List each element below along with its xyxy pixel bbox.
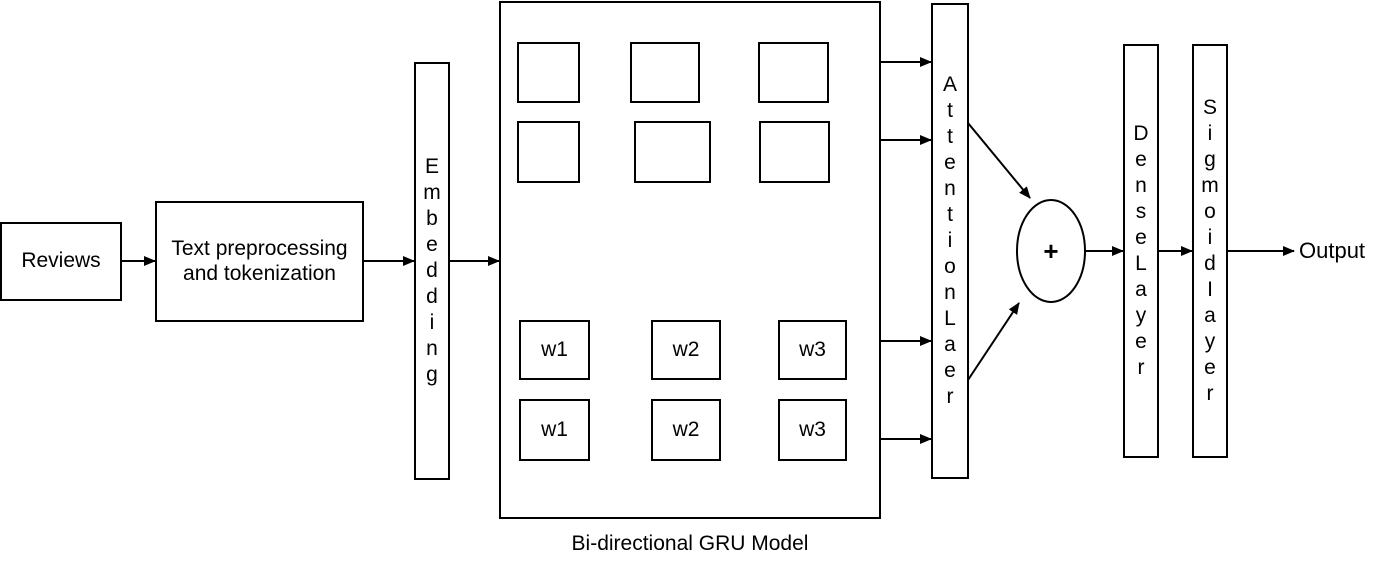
combine-node <box>1016 199 1086 303</box>
vertical-letter: a <box>1135 278 1147 301</box>
gru-word-backward-w3: w3 <box>778 320 847 380</box>
gru-word-backward-w1: w1 <box>519 320 590 380</box>
arrow-attention-to-plus-lower <box>967 302 1020 381</box>
vertical-letter: s <box>1135 200 1147 223</box>
gru-cell-top-forward-1 <box>517 121 580 183</box>
preprocess-box: Text preprocessing and tokenization <box>155 201 364 322</box>
vertical-letter: E <box>424 155 439 178</box>
word-label: w3 <box>799 337 826 361</box>
reviews-box: Reviews <box>0 222 122 301</box>
gru-cell-top-forward-2 <box>634 121 711 183</box>
vertical-letter: a <box>1204 304 1216 327</box>
gru-cell-top-forward-3 <box>759 121 830 183</box>
vertical-letter: d <box>1204 252 1216 275</box>
arrow-attention-to-plus-upper <box>967 122 1031 199</box>
vertical-letter: e <box>1204 356 1216 379</box>
vertical-letter: o <box>944 255 956 278</box>
vertical-letter: e <box>1135 226 1147 249</box>
word-label: w1 <box>541 337 568 361</box>
vertical-letter: D <box>1133 122 1149 145</box>
vertical-letter: A <box>942 73 957 96</box>
vertical-letter: d <box>426 285 438 308</box>
vertical-letter: S <box>1202 96 1217 119</box>
gru-cell-top-backward-1 <box>517 42 580 103</box>
vertical-letter: g <box>426 363 438 386</box>
vertical-letter: m <box>423 181 441 204</box>
word-label: w3 <box>799 417 826 441</box>
vertical-letter: e <box>944 359 956 382</box>
combine-symbol: + <box>1043 236 1059 266</box>
vertical-letter: y <box>1204 330 1216 353</box>
vertical-letter: i <box>1207 122 1213 145</box>
vertical-letter: n <box>1135 174 1147 197</box>
vertical-letter: n <box>944 177 956 200</box>
vertical-letter: y <box>1135 304 1147 327</box>
vertical-letter: d <box>426 259 438 282</box>
vertical-letter: t <box>947 125 953 148</box>
gru-cell-top-backward-2 <box>630 42 700 103</box>
output-label: Output <box>1299 238 1366 263</box>
reviews-label: Reviews <box>21 249 101 273</box>
word-label: w1 <box>541 417 568 441</box>
vertical-letter: n <box>944 281 956 304</box>
vertical-letter: n <box>426 337 438 360</box>
gru-cell-top-backward-3 <box>758 42 829 103</box>
vertical-letter: m <box>1201 174 1219 197</box>
vertical-letter: e <box>426 233 438 256</box>
vertical-letter: r <box>946 385 954 408</box>
vertical-letter: L <box>944 307 956 330</box>
gru-word-forward-w1: w1 <box>519 399 590 461</box>
gru-word-forward-w2: w2 <box>651 399 721 461</box>
word-label: w2 <box>672 337 700 361</box>
vertical-letter: i <box>947 229 953 252</box>
vertical-letter: i <box>429 311 435 334</box>
preprocess-line2: and tokenization <box>183 261 336 285</box>
gru-caption: Bi-directional GRU Model <box>571 532 809 555</box>
vertical-letter: t <box>947 203 953 226</box>
vertical-letter: r <box>1206 382 1214 405</box>
vertical-letter: t <box>947 99 953 122</box>
vertical-letter: o <box>1204 200 1216 223</box>
vertical-letter: r <box>1137 356 1145 379</box>
vertical-letter: i <box>1207 226 1213 249</box>
gru-word-forward-w3: w3 <box>778 399 847 461</box>
vertical-letter: L <box>1135 252 1147 275</box>
word-label: w2 <box>672 417 700 441</box>
vertical-letter: I <box>1207 278 1213 301</box>
gru-word-backward-w2: w2 <box>651 320 721 380</box>
vertical-letter: a <box>944 333 956 356</box>
vertical-letter: e <box>1135 148 1147 171</box>
vertical-letter: e <box>1135 330 1147 353</box>
preprocess-line1: Text preprocessing <box>171 237 348 261</box>
vertical-letter: b <box>426 207 438 230</box>
vertical-letter: g <box>1204 148 1216 171</box>
vertical-letter: e <box>944 151 956 174</box>
